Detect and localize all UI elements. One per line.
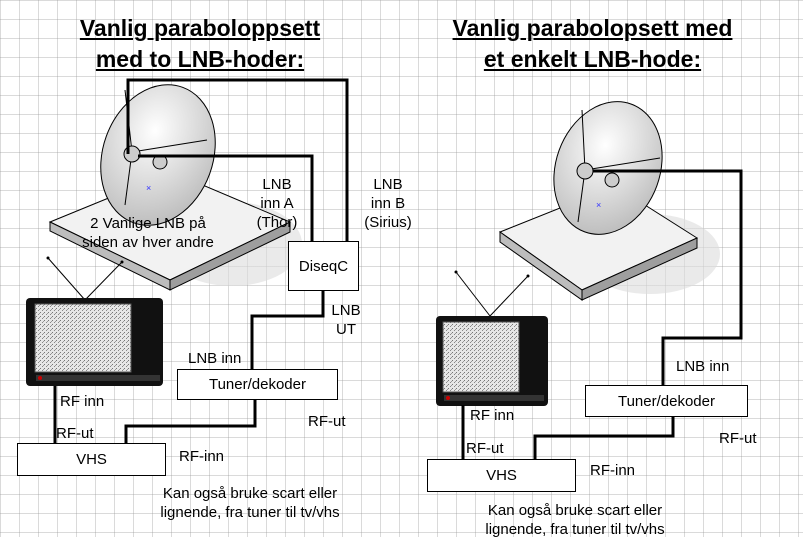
left-tv (26, 256, 163, 386)
left-rf-ut-vhs-label: RF-ut (56, 425, 94, 442)
right-note-line2: lignende, fra tuner til tv/vhs (485, 521, 665, 538)
right-tv (436, 270, 548, 406)
right-tuner-box: Tuner/dekoder (585, 385, 748, 417)
diseqc-label: DiseqC (298, 257, 349, 275)
left-note-line1: Kan også bruke scart eller (162, 485, 338, 502)
right-tuner-label: Tuner/dekoder (617, 392, 715, 410)
dish-caption-line2: siden av hver andre (82, 234, 214, 251)
lnb-a-line2: inn A (260, 195, 294, 212)
left-title-line2: med to LNB-hoder: (95, 46, 305, 72)
right-lnb-inn-label: LNB inn (676, 358, 730, 375)
lnb-b-line3: (Sirius) (364, 214, 412, 231)
svg-text:×: × (146, 183, 151, 193)
left-title-line1: Vanlig paraboloppsett (79, 15, 321, 41)
lnb-ut-line2: UT (336, 321, 356, 338)
left-lnb-inn-label: LNB inn (188, 350, 242, 367)
left-rf-ut-tuner-label: RF-ut (308, 413, 346, 430)
left-vhs-box: VHS (17, 443, 166, 476)
right-title-line1: Vanlig parabolopsett med (452, 15, 733, 41)
left-vhs-label: VHS (76, 451, 107, 468)
dish-caption-line1: 2 Vanlige LNB på (90, 215, 206, 232)
right-note-line1: Kan også bruke scart eller (487, 502, 663, 519)
right-note: Kan også bruke scart eller lignende, fra… (455, 501, 695, 539)
right-vhs-label: VHS (486, 467, 517, 484)
right-cables (461, 169, 743, 460)
right-dish-assembly: × (498, 101, 720, 301)
cable-lnb-b (126, 78, 349, 242)
lnb-b-line1: LNB (373, 176, 403, 193)
right-rf-inn-vhs-label: RF-inn (590, 462, 636, 479)
right-rf-ut-vhs-label: RF-ut (466, 440, 504, 457)
lnb-a-line1: LNB (262, 176, 292, 193)
right-rf-ut-tuner-label: RF-ut (719, 430, 757, 447)
left-rf-inn-vhs-label: RF-inn (179, 448, 225, 465)
left-cables (53, 78, 349, 444)
left-tuner-box: Tuner/dekoder (177, 369, 338, 400)
left-note-line2: lignende, fra tuner til tv/vhs (160, 504, 340, 521)
right-title: Vanlig parabolopsett med et enkelt LNB-h… (420, 13, 765, 75)
right-rf-inn-tv-label: RF inn (470, 407, 515, 424)
left-rf-inn-tv-label: RF inn (60, 393, 105, 410)
diseqc-box: DiseqC (288, 241, 359, 291)
right-vhs-box: VHS (427, 459, 576, 492)
dish-caption: 2 Vanlige LNB på siden av hver andre (58, 214, 238, 252)
lnb-ut-label: LNB UT (326, 301, 366, 339)
left-tuner-label: Tuner/dekoder (208, 376, 306, 393)
cable-lnb-a (138, 154, 314, 242)
left-title: Vanlig paraboloppsett med to LNB-hoder: (40, 13, 360, 75)
cable-rf-tuner-vhs-right (533, 417, 675, 460)
lnb-b-line2: inn B (370, 195, 406, 212)
right-title-line2: et enkelt LNB-hode: (483, 46, 702, 72)
lnb-a-label: LNB inn A (Thor) (250, 175, 304, 232)
cable-lnb-ut (250, 291, 325, 369)
lnb-b-label: LNB inn B (Sirius) (358, 175, 418, 232)
lnb-ut-line1: LNB (331, 302, 361, 319)
svg-text:×: × (596, 200, 601, 210)
left-note: Kan også bruke scart eller lignende, fra… (130, 484, 370, 522)
lnb-a-line3: (Thor) (256, 214, 298, 231)
cable-lnb-inn (593, 169, 743, 385)
cable-rf-tuner-vhs (124, 399, 257, 444)
